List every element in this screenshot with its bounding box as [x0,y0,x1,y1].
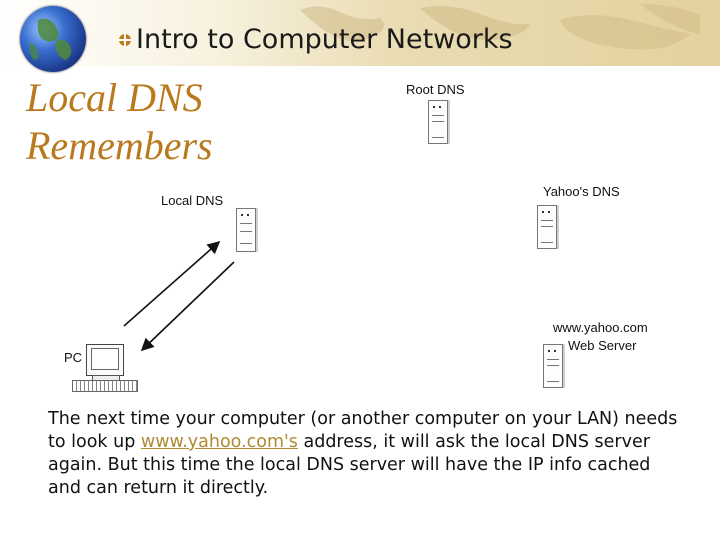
header-title: Intro to Computer Networks [136,24,513,55]
web-server-label-line-2: Web Server [568,338,636,353]
globe-logo [20,6,86,72]
root-dns-server-icon [428,100,448,144]
local-dns-label: Local DNS [161,193,223,208]
request-arrow [124,242,219,326]
root-dns-label: Root DNS [406,82,465,97]
pc-label: PC [64,350,82,365]
title-bullet-icon [118,33,132,47]
slide-body-text: The next time your computer (or another … [48,408,688,500]
slide-heading: Local DNS Remembers [26,74,213,170]
pc-keyboard-icon [72,380,138,392]
globe-continents-icon [20,6,86,72]
slide-heading-line-1: Local DNS [26,74,213,122]
pc-monitor-icon [86,344,124,376]
slide-heading-line-2: Remembers [26,122,213,170]
web-server-label-line-1: www.yahoo.com [553,320,648,335]
local-dns-server-icon [236,208,256,252]
yahoo-link[interactable]: www.yahoo.com's [141,432,298,452]
yahoo-dns-label: Yahoo's DNS [543,184,620,199]
response-arrow [142,262,234,350]
web-server-icon [543,344,563,388]
yahoo-dns-server-icon [537,205,557,249]
